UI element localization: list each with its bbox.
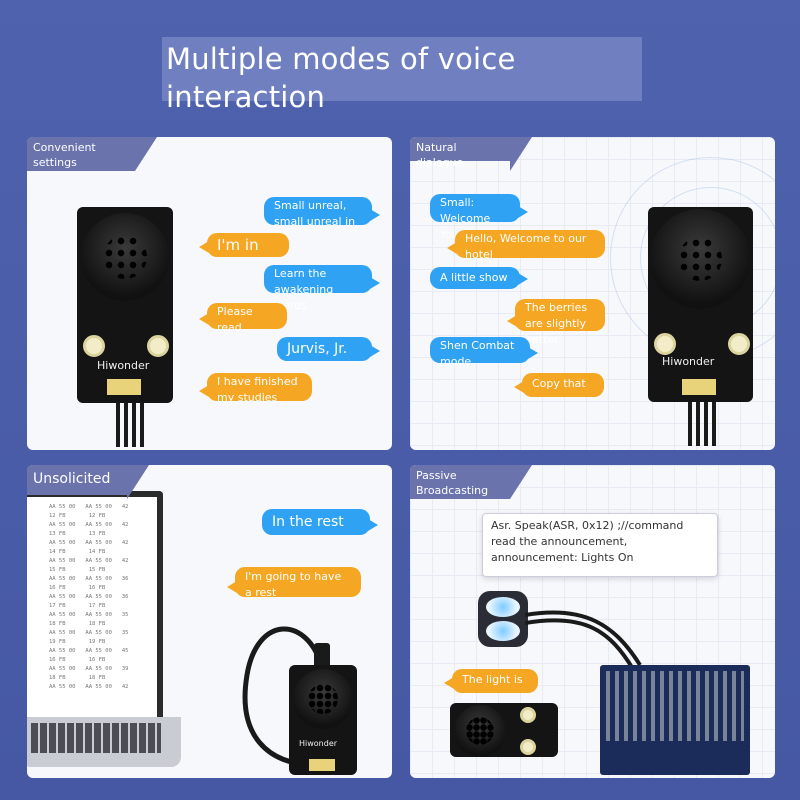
page-title: Multiple modes of voice interaction <box>166 40 636 116</box>
chat-bubble: I'm in <box>199 233 289 257</box>
wire <box>704 402 708 446</box>
chat-bubble: Hello, Welcome to our hotel <box>447 230 605 261</box>
chat-bubble: Shen Combat mode <box>430 337 538 368</box>
chat-bubble: Small: Welcome You <box>430 194 528 241</box>
chat-bubble: Jurvis, Jr. <box>277 337 380 361</box>
title-banner <box>162 37 642 101</box>
chat-bubble: I'm going to have a rest <box>227 567 361 599</box>
wire <box>712 402 716 446</box>
chat-bubble: Copy that <box>514 373 604 397</box>
voice-module: Hiwonder <box>648 207 753 402</box>
tab-unsolicited: Unsolicited <box>27 465 149 499</box>
mount-pad-right <box>147 335 169 357</box>
chat-bubble: A little show <box>430 267 528 289</box>
tab-natural-dialogue: Natural dialogue <box>410 137 532 171</box>
chat-bubble: Learn the awakening words <box>264 265 380 312</box>
mount-pad <box>520 707 536 723</box>
pin-header <box>309 759 335 771</box>
tab-convenient-settings: Convenient settings <box>27 137 157 171</box>
mount-pad-left <box>83 335 105 357</box>
mount-pad <box>520 739 536 755</box>
sensor-cable <box>525 610 642 671</box>
chat-bubble: The berries are slightly better <box>507 299 605 346</box>
page-title-line-2: interaction <box>166 80 326 114</box>
speaker-icon <box>293 669 353 729</box>
speaker-icon <box>81 213 169 301</box>
brand-label: Hiwonder <box>299 739 338 748</box>
page-title-line-1: Multiple modes of voice <box>166 42 516 76</box>
mount-pad-left <box>654 333 676 355</box>
usb-cable <box>242 626 325 768</box>
voice-module: Hiwonder <box>77 207 173 403</box>
light-sensor-module <box>478 591 528 647</box>
code-snippet: Asr. Speak(ASR, 0x12) ;//command read th… <box>482 513 718 577</box>
wire <box>124 403 128 447</box>
light-icon <box>486 597 520 617</box>
speaker-icon <box>650 209 750 309</box>
voice-module <box>450 703 558 757</box>
brand-label: Hiwonder <box>662 355 715 368</box>
light-icon <box>486 621 520 641</box>
pin-header <box>682 379 716 395</box>
wire <box>688 402 692 446</box>
wire <box>116 403 120 447</box>
mount-pad-right <box>728 333 750 355</box>
panel-natural-dialogue: Natural dialogue Hiwonder Small: Welcome… <box>410 137 775 450</box>
laptop-keyboard <box>27 717 181 767</box>
speaker-icon <box>454 705 506 757</box>
chat-bubble: I have finished my studies <box>199 373 312 404</box>
chat-bubble: In the rest <box>262 509 378 535</box>
tab-passive-broadcasting: Passive Broadcasting <box>410 465 532 499</box>
controller-board <box>600 665 750 775</box>
wire <box>132 403 136 447</box>
voice-module: Hiwonder <box>289 665 357 775</box>
chat-bubble: The light is on <box>444 669 538 702</box>
panel-passive-broadcasting: Passive Broadcasting Asr. Speak(ASR, 0x1… <box>410 465 775 778</box>
brand-label: Hiwonder <box>97 359 150 372</box>
pin-header <box>107 379 141 395</box>
wire <box>696 402 700 446</box>
wire <box>140 403 144 447</box>
panel-convenient-settings: Convenient settings Hiwonder Small unrea… <box>27 137 392 450</box>
chat-bubble: Small unreal, small unreal in <box>264 197 380 228</box>
chat-bubble: Please read <box>199 303 287 334</box>
